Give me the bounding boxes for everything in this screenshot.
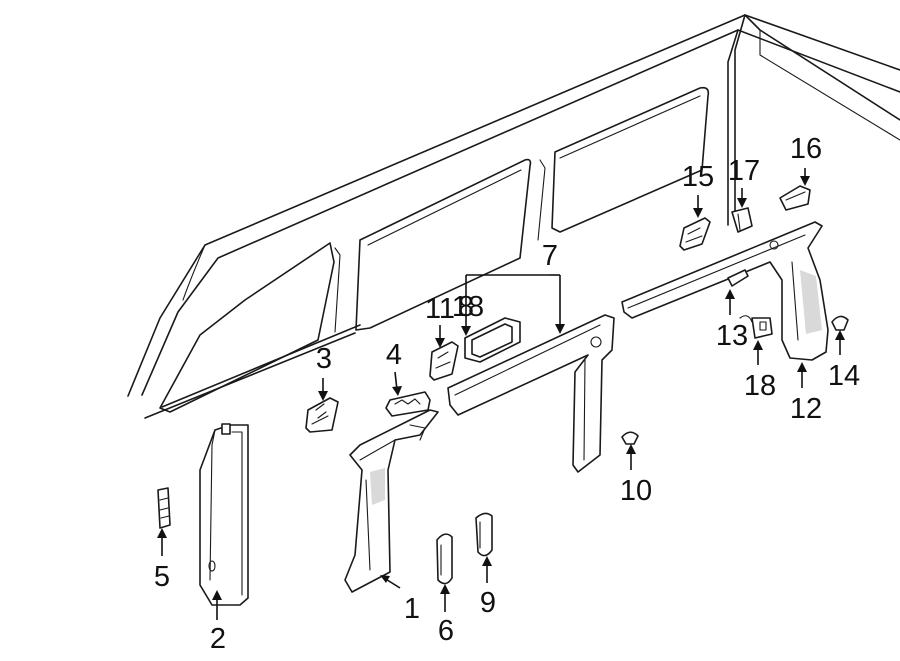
part-1-b-pillar-trim [344, 409, 439, 593]
callout-1: 1 [404, 593, 420, 625]
part-2-a-pillar-trim [199, 423, 249, 606]
callout-18-left: 18 [452, 291, 484, 323]
callout-13: 13 [716, 320, 748, 352]
part-10-push-pin [621, 431, 639, 445]
callout-8: 8 [458, 291, 474, 323]
part-13-clip [727, 269, 749, 287]
part-6-trim-pad [436, 533, 453, 585]
callout-14: 14 [828, 360, 860, 392]
part-11-bracket [429, 341, 459, 381]
callout-11: 11 [425, 293, 455, 325]
part-7-roof-rail-and-c-pillar [447, 314, 615, 473]
callout-18-right: 18 [744, 370, 776, 402]
part-18-clip [739, 315, 773, 339]
part-4-bracket [385, 391, 431, 417]
callout-2: 2 [210, 623, 226, 655]
callout-16: 16 [790, 133, 822, 165]
callout-3: 3 [316, 343, 332, 375]
callout-labels: 1 2 3 4 5 6 7 8 9 10 11 12 13 14 15 16 1… [154, 133, 860, 655]
callout-15: 15 [682, 161, 714, 193]
part-17-clip [731, 207, 753, 233]
callout-10: 10 [620, 475, 652, 507]
part-8-handle-housing [464, 317, 521, 363]
part-14-push-pin [831, 315, 849, 331]
callout-9: 9 [480, 587, 496, 619]
part-15-bracket [679, 217, 711, 251]
callout-4: 4 [386, 339, 402, 371]
callout-12: 12 [790, 393, 822, 425]
part-3-bracket [305, 397, 339, 433]
part-5-retainer-clip [157, 487, 171, 529]
part-16-cover [779, 185, 811, 211]
callout-17: 17 [728, 155, 760, 187]
part-9-trim-pad [475, 512, 493, 557]
callout-6: 6 [438, 615, 454, 647]
vehicle-body-outline [127, 14, 900, 419]
callout-arrows [157, 168, 845, 620]
callout-5: 5 [154, 561, 170, 593]
callout-7: 7 [542, 240, 558, 272]
part-12-rear-rail-and-d-pillar [621, 221, 829, 361]
